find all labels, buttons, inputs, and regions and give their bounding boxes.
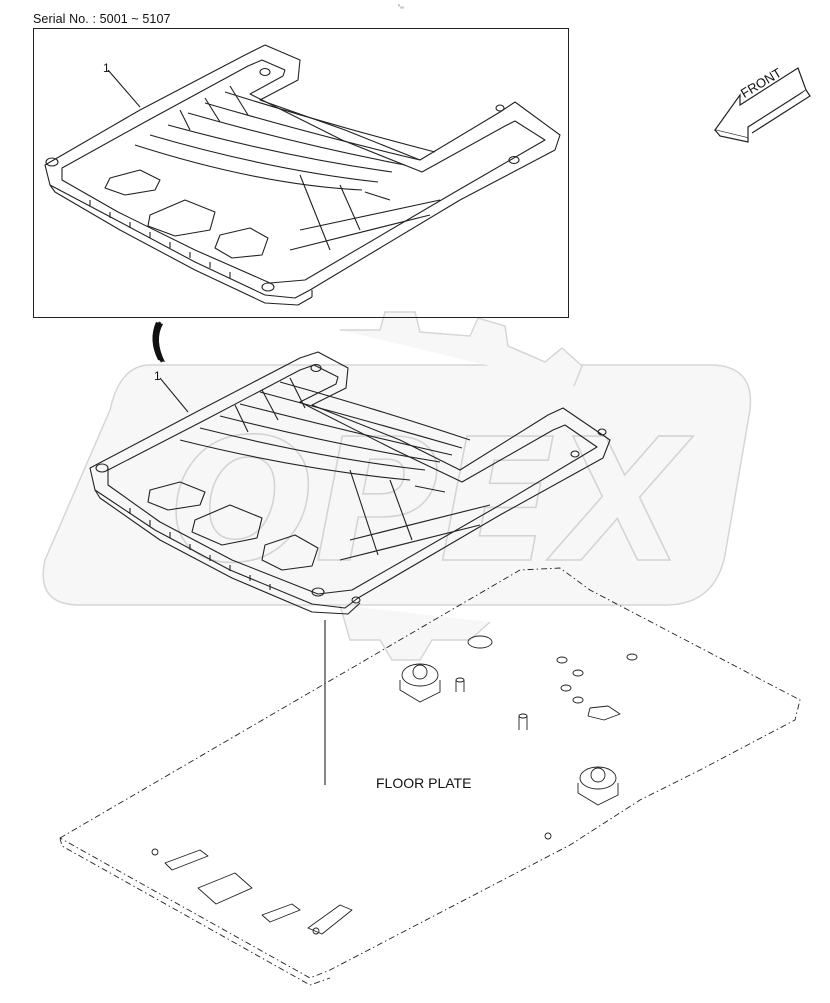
main-floor-mat xyxy=(89,351,611,615)
main-part-callout: 1 xyxy=(154,369,161,383)
watermark-text: OPEX xyxy=(170,403,694,601)
front-direction-arrow xyxy=(713,67,811,143)
inset-part-callout: 1 xyxy=(103,61,110,75)
floor-plate xyxy=(59,567,801,986)
inset-frame xyxy=(33,28,569,318)
inset-floor-mat xyxy=(44,44,561,306)
floor-plate-features xyxy=(151,635,638,935)
serial-number-label: Serial No. : 5001 ~ 5107 xyxy=(33,12,171,26)
tiny-mark: ⁰₀₀ xyxy=(398,4,405,10)
floor-plate-label: FLOOR PLATE xyxy=(376,775,472,791)
